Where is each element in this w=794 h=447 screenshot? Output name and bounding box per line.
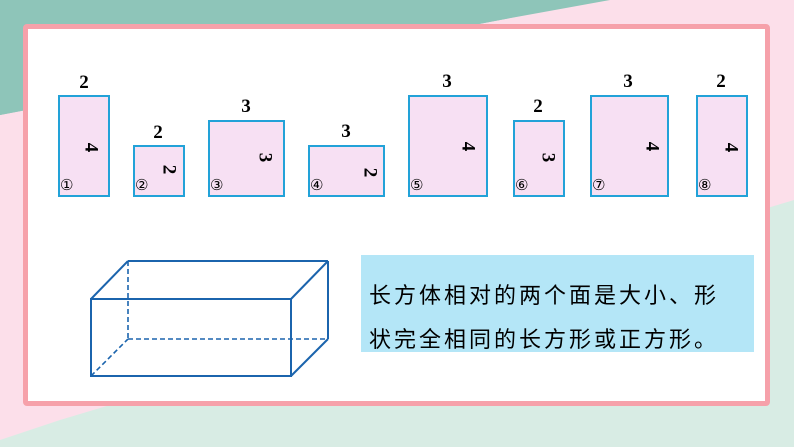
face-8-number: ⑧ [698,176,712,194]
face-2-width-label: 2 [153,122,163,143]
face-8-width-label: 2 [716,71,726,92]
face-4 [308,145,385,197]
face-3-width-label: 3 [241,96,251,117]
face-7 [590,95,669,197]
face-4-number: ④ [310,176,324,194]
face-3 [208,120,285,197]
face-6-width-label: 2 [533,96,543,117]
face-5-width-label: 3 [442,71,452,92]
face-2-number: ② [135,176,149,194]
note-line-1: 长方体相对的两个面是大小、形 [369,284,720,309]
face-6-number: ⑥ [515,176,529,194]
note-line-2: 状完全相同的长方形或正方形。 [369,328,720,353]
face-6 [513,120,565,197]
face-7-number: ⑦ [592,176,606,194]
face-5 [408,95,488,197]
face-2 [133,145,185,197]
face-1-number: ① [60,176,74,194]
face-4-width-label: 3 [341,121,351,142]
conclusion-note: 长方体相对的两个面是大小、形 状完全相同的长方形或正方形。 [361,255,754,353]
face-1 [58,95,110,197]
face-3-number: ③ [210,176,224,194]
face-8 [696,95,748,197]
face-5-number: ⑤ [410,176,424,194]
face-7-width-label: 3 [623,71,633,92]
face-1-width-label: 2 [79,72,89,93]
